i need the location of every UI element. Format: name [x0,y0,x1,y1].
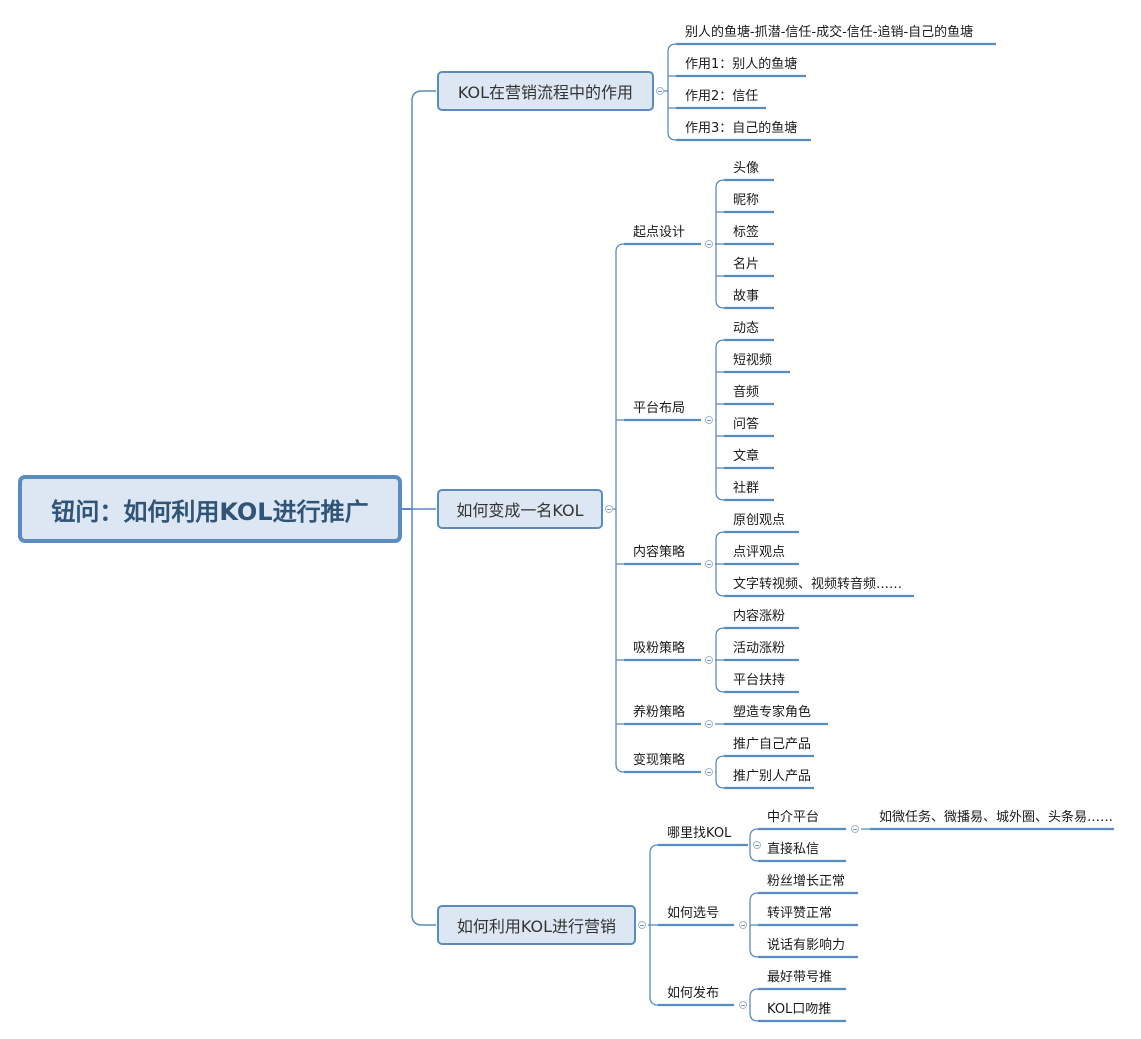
agency-platform[interactable]: 中介平台 [767,810,820,825]
fan-acquire-item-1[interactable]: 内容涨粉 [733,609,786,624]
platform-layout-item-4[interactable]: 问答 [733,417,760,432]
connector [667,131,677,141]
choose-account-collapse-icon[interactable] [739,921,747,929]
fan-acquire-item-3[interactable]: 平台扶持 [733,673,786,688]
connector [749,948,759,958]
role-item-3[interactable]: 作用2：信任 [685,89,759,104]
how-publish[interactable]: 如何发布 [667,986,720,1001]
fan-nurture[interactable]: 养粉策略 [633,705,686,720]
monetize-item-1[interactable]: 推广自己产品 [733,737,812,752]
connector [649,996,659,1006]
monetize[interactable]: 变现策略 [633,753,686,768]
fan-acquire[interactable]: 吸粉策略 [633,641,686,656]
content-strategy-item-1[interactable]: 原创观点 [733,513,786,528]
main-topic-1[interactable]: KOL在营销流程中的作用 [437,71,654,111]
start-design-item-2[interactable]: 昵称 [733,193,760,208]
connector [715,755,725,765]
choose-account[interactable]: 如何选号 [667,906,720,921]
platform-layout[interactable]: 平台布局 [633,401,686,416]
content-strategy[interactable]: 内容策略 [633,545,686,560]
main-topic-2[interactable]: 如何变成一名KOL [437,489,603,529]
start-design-item-1[interactable]: 头像 [733,161,760,176]
root-topic[interactable]: 钮问：如何利用KOL进行推广 [18,475,402,543]
agency-platform-collapse-icon[interactable] [851,825,859,833]
direct-message[interactable]: 直接私信 [767,842,820,857]
fan-nurture-collapse-icon[interactable] [705,720,713,728]
connector [715,779,725,789]
main-topic-1-collapse-icon[interactable] [656,87,664,95]
find-kol-collapse-icon[interactable] [753,841,761,849]
start-design-collapse-icon[interactable] [705,240,713,248]
connector [715,587,725,597]
agency-platform-examples[interactable]: 如微任务、微播易、城外圈、头条易…… [879,810,1114,825]
connector [715,299,725,309]
connector [715,339,725,349]
connector [749,988,759,998]
connector [749,892,759,902]
content-strategy-collapse-icon[interactable] [705,560,713,568]
platform-layout-item-3[interactable]: 音频 [733,385,760,400]
start-design-item-3[interactable]: 标签 [733,225,760,240]
connector [649,844,659,854]
platform-layout-item-1[interactable]: 动态 [733,321,760,336]
publish-item-1[interactable]: 最好带号推 [767,970,833,985]
connector [411,914,423,926]
connector [411,90,423,102]
connector [749,828,759,838]
platform-layout-item-5[interactable]: 文章 [733,449,760,464]
connector [715,683,725,693]
connector [715,531,725,541]
main-topic-3[interactable]: 如何利用KOL进行营销 [437,905,636,945]
platform-layout-item-6[interactable]: 社群 [733,481,760,496]
choose-item-2[interactable]: 转评赞正常 [767,906,833,921]
connector [715,627,725,637]
main-topic-3-collapse-icon[interactable] [638,921,646,929]
main-topic-2-collapse-icon[interactable] [605,505,613,513]
connector [715,491,725,501]
connector [615,763,625,773]
how-publish-collapse-icon[interactable] [739,1001,747,1009]
connector [749,852,759,862]
connector [667,43,677,53]
content-strategy-item-2[interactable]: 点评观点 [733,545,786,560]
platform-layout-collapse-icon[interactable] [705,416,713,424]
connector [615,243,625,253]
fan-nurture-item-1[interactable]: 塑造专家角色 [733,705,812,720]
fan-acquire-item-2[interactable]: 活动涨粉 [733,641,786,656]
start-design-item-4[interactable]: 名片 [733,257,760,272]
content-strategy-item-3[interactable]: 文字转视频、视频转音频…… [733,577,903,592]
platform-layout-item-2[interactable]: 短视频 [733,353,773,368]
start-design[interactable]: 起点设计 [633,225,686,240]
fan-acquire-collapse-icon[interactable] [705,656,713,664]
choose-item-1[interactable]: 粉丝增长正常 [767,874,846,889]
monetize-item-2[interactable]: 推广别人产品 [733,769,812,784]
choose-item-3[interactable]: 说话有影响力 [767,938,846,953]
role-item-2[interactable]: 作用1：别人的鱼塘 [685,57,798,72]
connector [749,1012,759,1022]
start-design-item-5[interactable]: 故事 [733,289,760,304]
monetize-collapse-icon[interactable] [705,768,713,776]
publish-item-2[interactable]: KOL口吻推 [767,1002,832,1017]
find-kol[interactable]: 哪里找KOL [667,826,732,841]
connector [715,179,725,189]
role-item-1[interactable]: 别人的鱼塘-抓潜-信任-成交-信任-追销-自己的鱼塘 [685,25,974,40]
role-item-4[interactable]: 作用3：自己的鱼塘 [685,121,798,136]
